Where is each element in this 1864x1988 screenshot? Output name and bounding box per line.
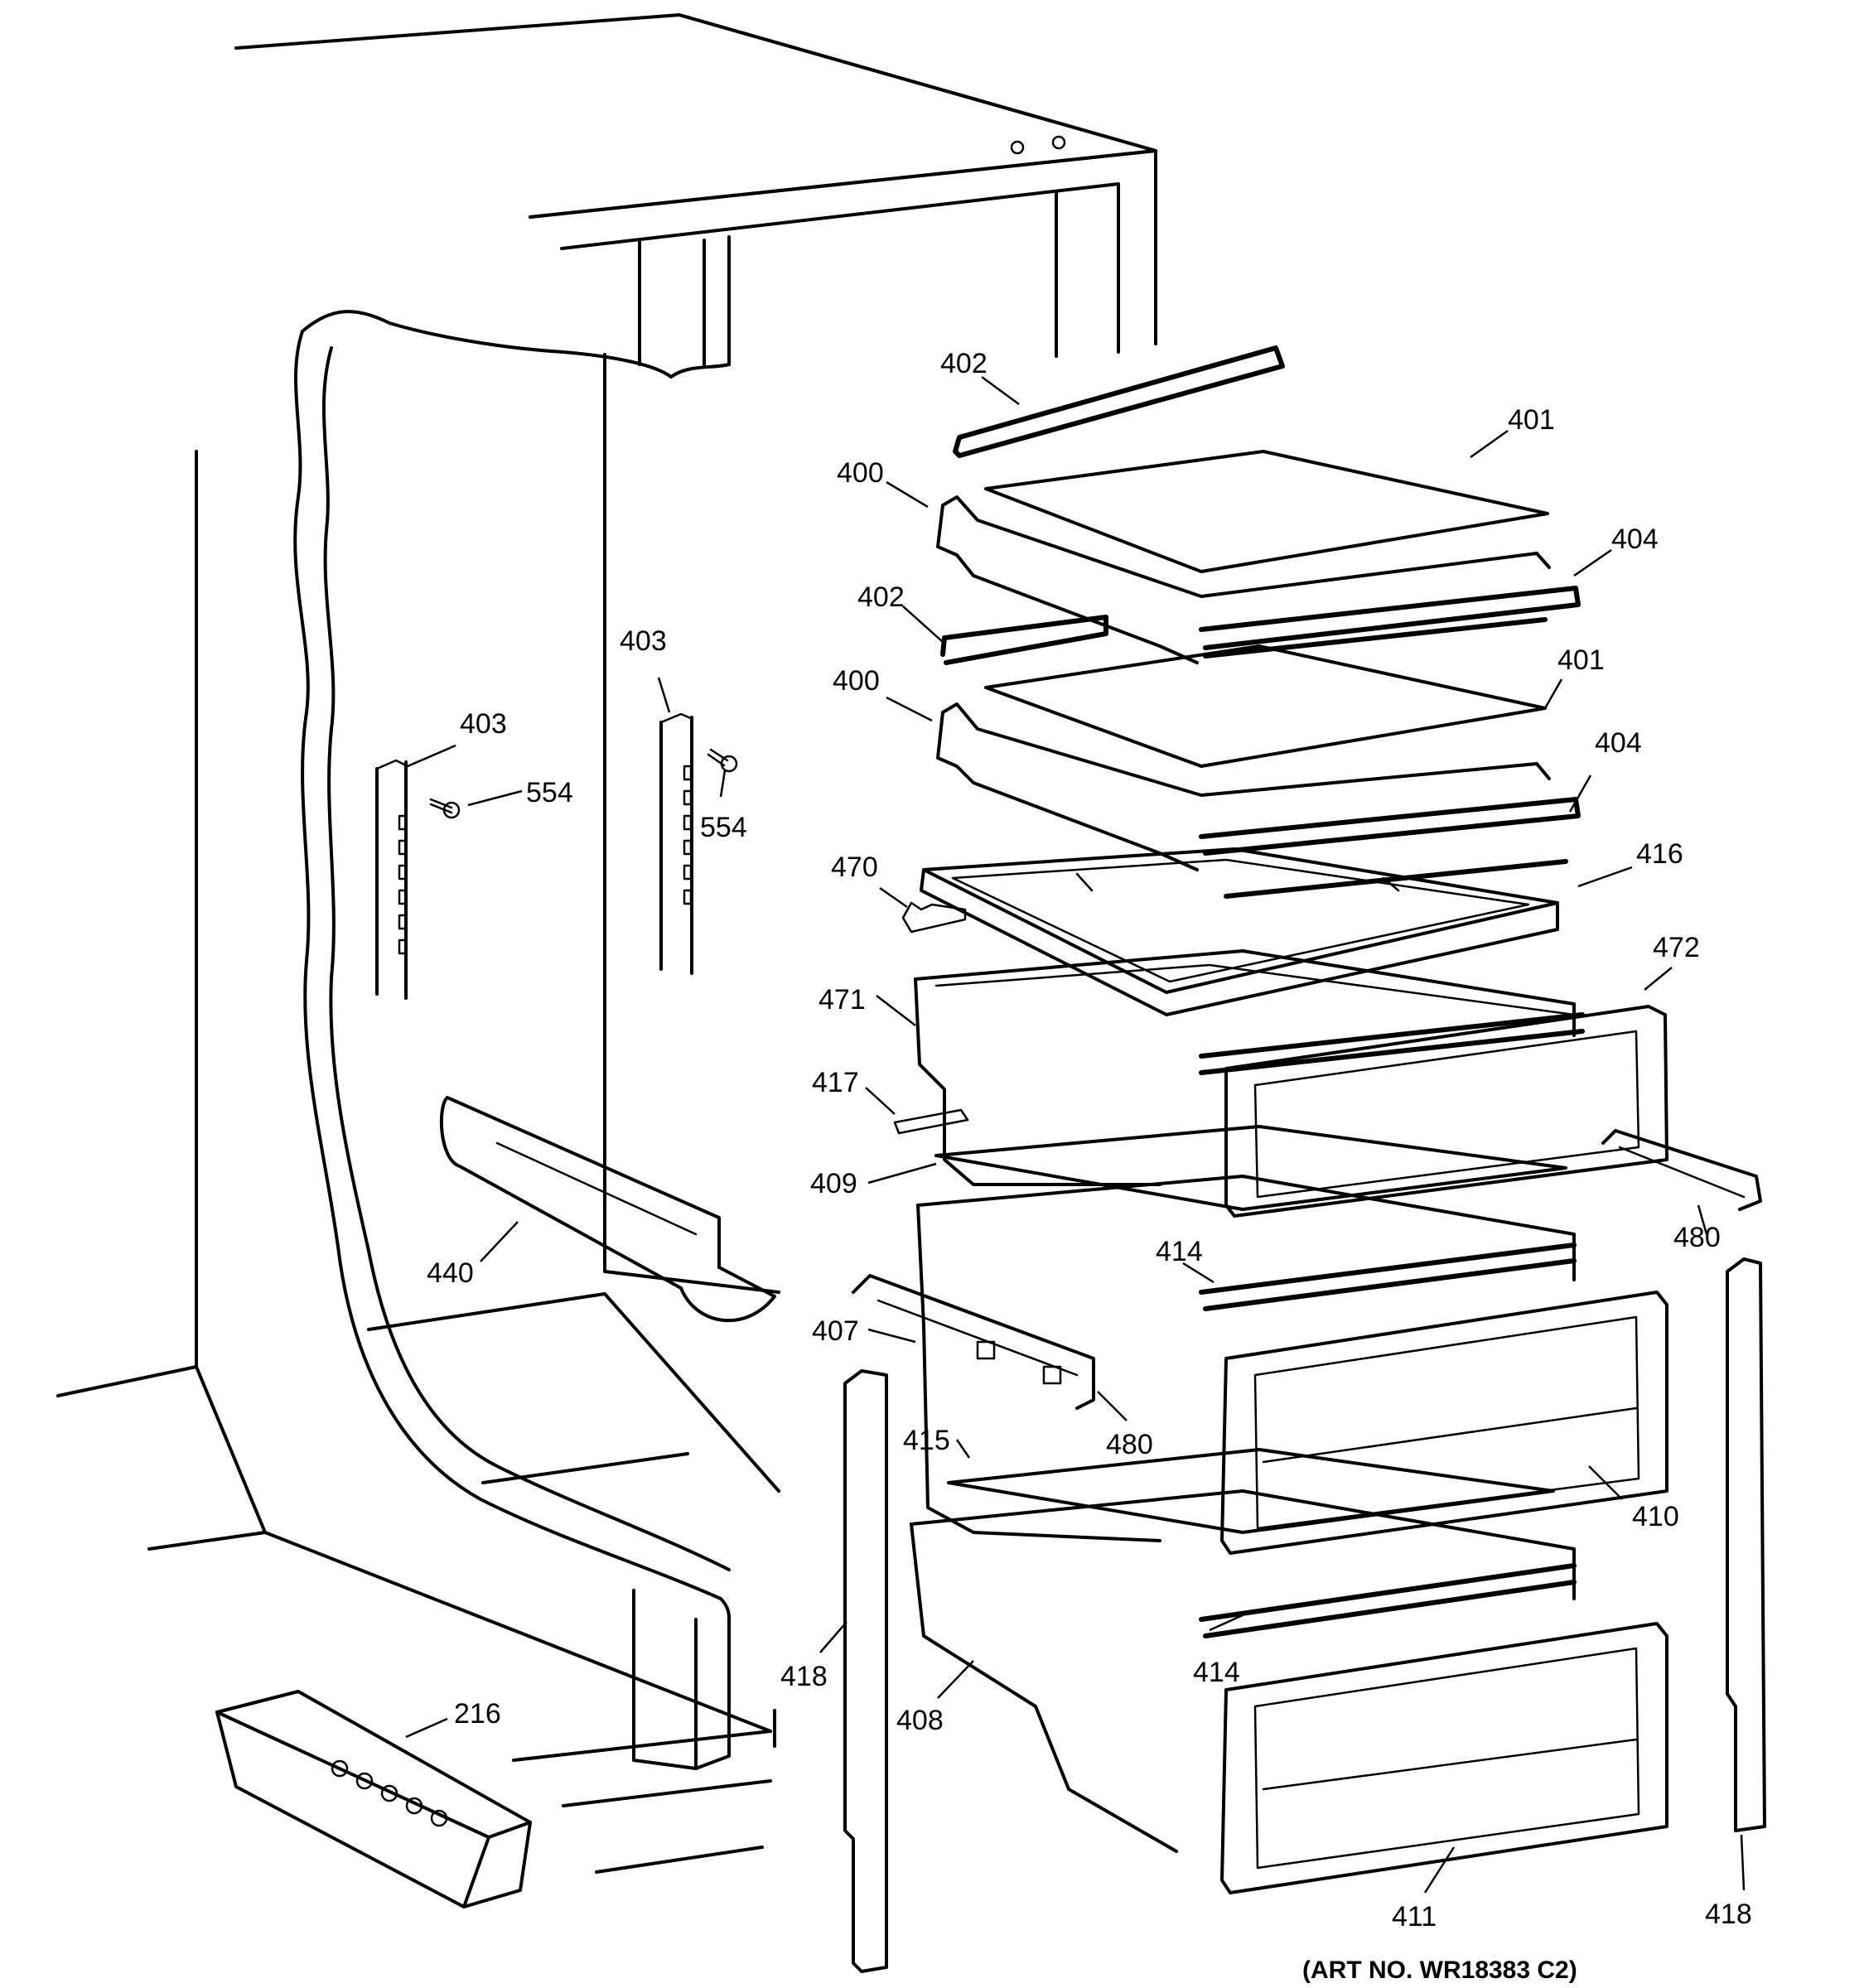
part-label-216: 216 xyxy=(454,1698,501,1730)
part-label-411: 411 xyxy=(1392,1901,1437,1933)
part-label-472: 472 xyxy=(1653,932,1700,963)
part-label-403: 403 xyxy=(620,625,667,657)
part-label-440: 440 xyxy=(427,1257,474,1289)
part-label-400: 400 xyxy=(837,457,884,489)
part-label-401: 401 xyxy=(1508,404,1555,436)
shelf-support-rail-left xyxy=(375,759,409,1000)
part-label-409: 409 xyxy=(810,1168,857,1199)
dairy-tray xyxy=(439,1096,776,1323)
crisper-glide xyxy=(893,1108,969,1135)
crisper-support-rail-left xyxy=(843,1369,888,1973)
part-label-410: 410 xyxy=(1632,1501,1679,1532)
part-label-480: 480 xyxy=(1673,1222,1721,1253)
screw-icon xyxy=(707,748,738,773)
part-label-554: 554 xyxy=(526,777,573,808)
part-label-418: 418 xyxy=(780,1661,828,1692)
part-label-480: 480 xyxy=(1106,1429,1153,1460)
part-label-554: 554 xyxy=(700,812,747,843)
screw-icon xyxy=(429,798,461,819)
part-labels: 402 401 400 404 402 401 400 404 403 403 … xyxy=(427,348,1752,1933)
cover-clip xyxy=(901,901,967,934)
crisper-drawer-middle xyxy=(916,1175,1668,1555)
fresh-food-cabinet xyxy=(56,13,1157,1874)
part-label-471: 471 xyxy=(819,984,866,1016)
part-label-416: 416 xyxy=(1636,838,1683,870)
part-label-470: 470 xyxy=(831,852,878,883)
part-label-418: 418 xyxy=(1705,1899,1752,1930)
crisper-drawer-lower xyxy=(910,1489,1668,1894)
lower-shelf-assembly xyxy=(936,644,1581,899)
leader-lines xyxy=(405,375,1746,1894)
drawer-slide-left xyxy=(852,1274,1095,1410)
crisper-pan-upper xyxy=(934,1125,1567,1211)
shelf-support-rail-right xyxy=(659,712,694,975)
crisper-drawer-upper xyxy=(914,949,1668,1218)
part-label-414: 414 xyxy=(1156,1236,1203,1267)
part-label-415: 415 xyxy=(903,1425,950,1456)
crisper-pan-middle xyxy=(947,1448,1555,1534)
upper-shelf-assembly xyxy=(936,345,1581,665)
part-label-403: 403 xyxy=(460,708,507,740)
part-label-402: 402 xyxy=(940,348,988,379)
part-label-414: 414 xyxy=(1193,1657,1240,1688)
part-label-417: 417 xyxy=(812,1067,859,1098)
part-label-402: 402 xyxy=(857,581,905,613)
part-label-404: 404 xyxy=(1611,524,1659,555)
part-label-404: 404 xyxy=(1595,727,1642,759)
crisper-cover xyxy=(920,847,1559,1016)
crisper-support-rail-right xyxy=(1726,1257,1766,1832)
art-number-caption: (ART NO. WR18383 C2) xyxy=(1302,1957,1577,1984)
bottle-bin xyxy=(215,1690,532,1908)
part-label-401: 401 xyxy=(1557,644,1605,676)
drawer-slide-right xyxy=(1601,1129,1762,1211)
part-label-408: 408 xyxy=(896,1705,944,1736)
part-label-400: 400 xyxy=(833,665,880,697)
part-label-407: 407 xyxy=(812,1315,859,1347)
